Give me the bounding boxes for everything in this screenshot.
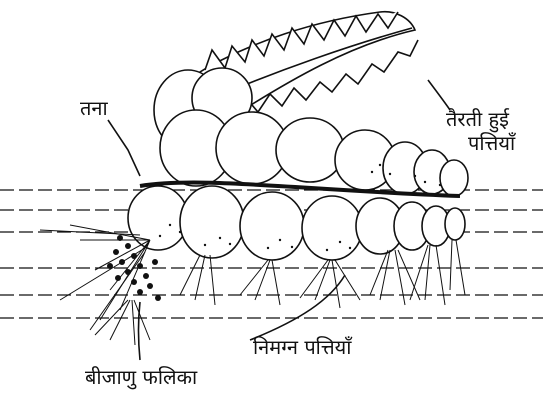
label-sporocarp: बीजाणु फलिका	[85, 366, 197, 388]
label-submerged-leaves: निमग्न पत्तियाँ	[253, 336, 351, 358]
hanging-roots	[95, 300, 150, 345]
floating-leaves-front	[128, 186, 465, 260]
label-floating-leaves-line1: तैरती हुई	[446, 108, 509, 130]
label-stem: तना	[80, 97, 108, 119]
label-floating-leaves-line2: पत्तियाँ	[468, 132, 515, 154]
